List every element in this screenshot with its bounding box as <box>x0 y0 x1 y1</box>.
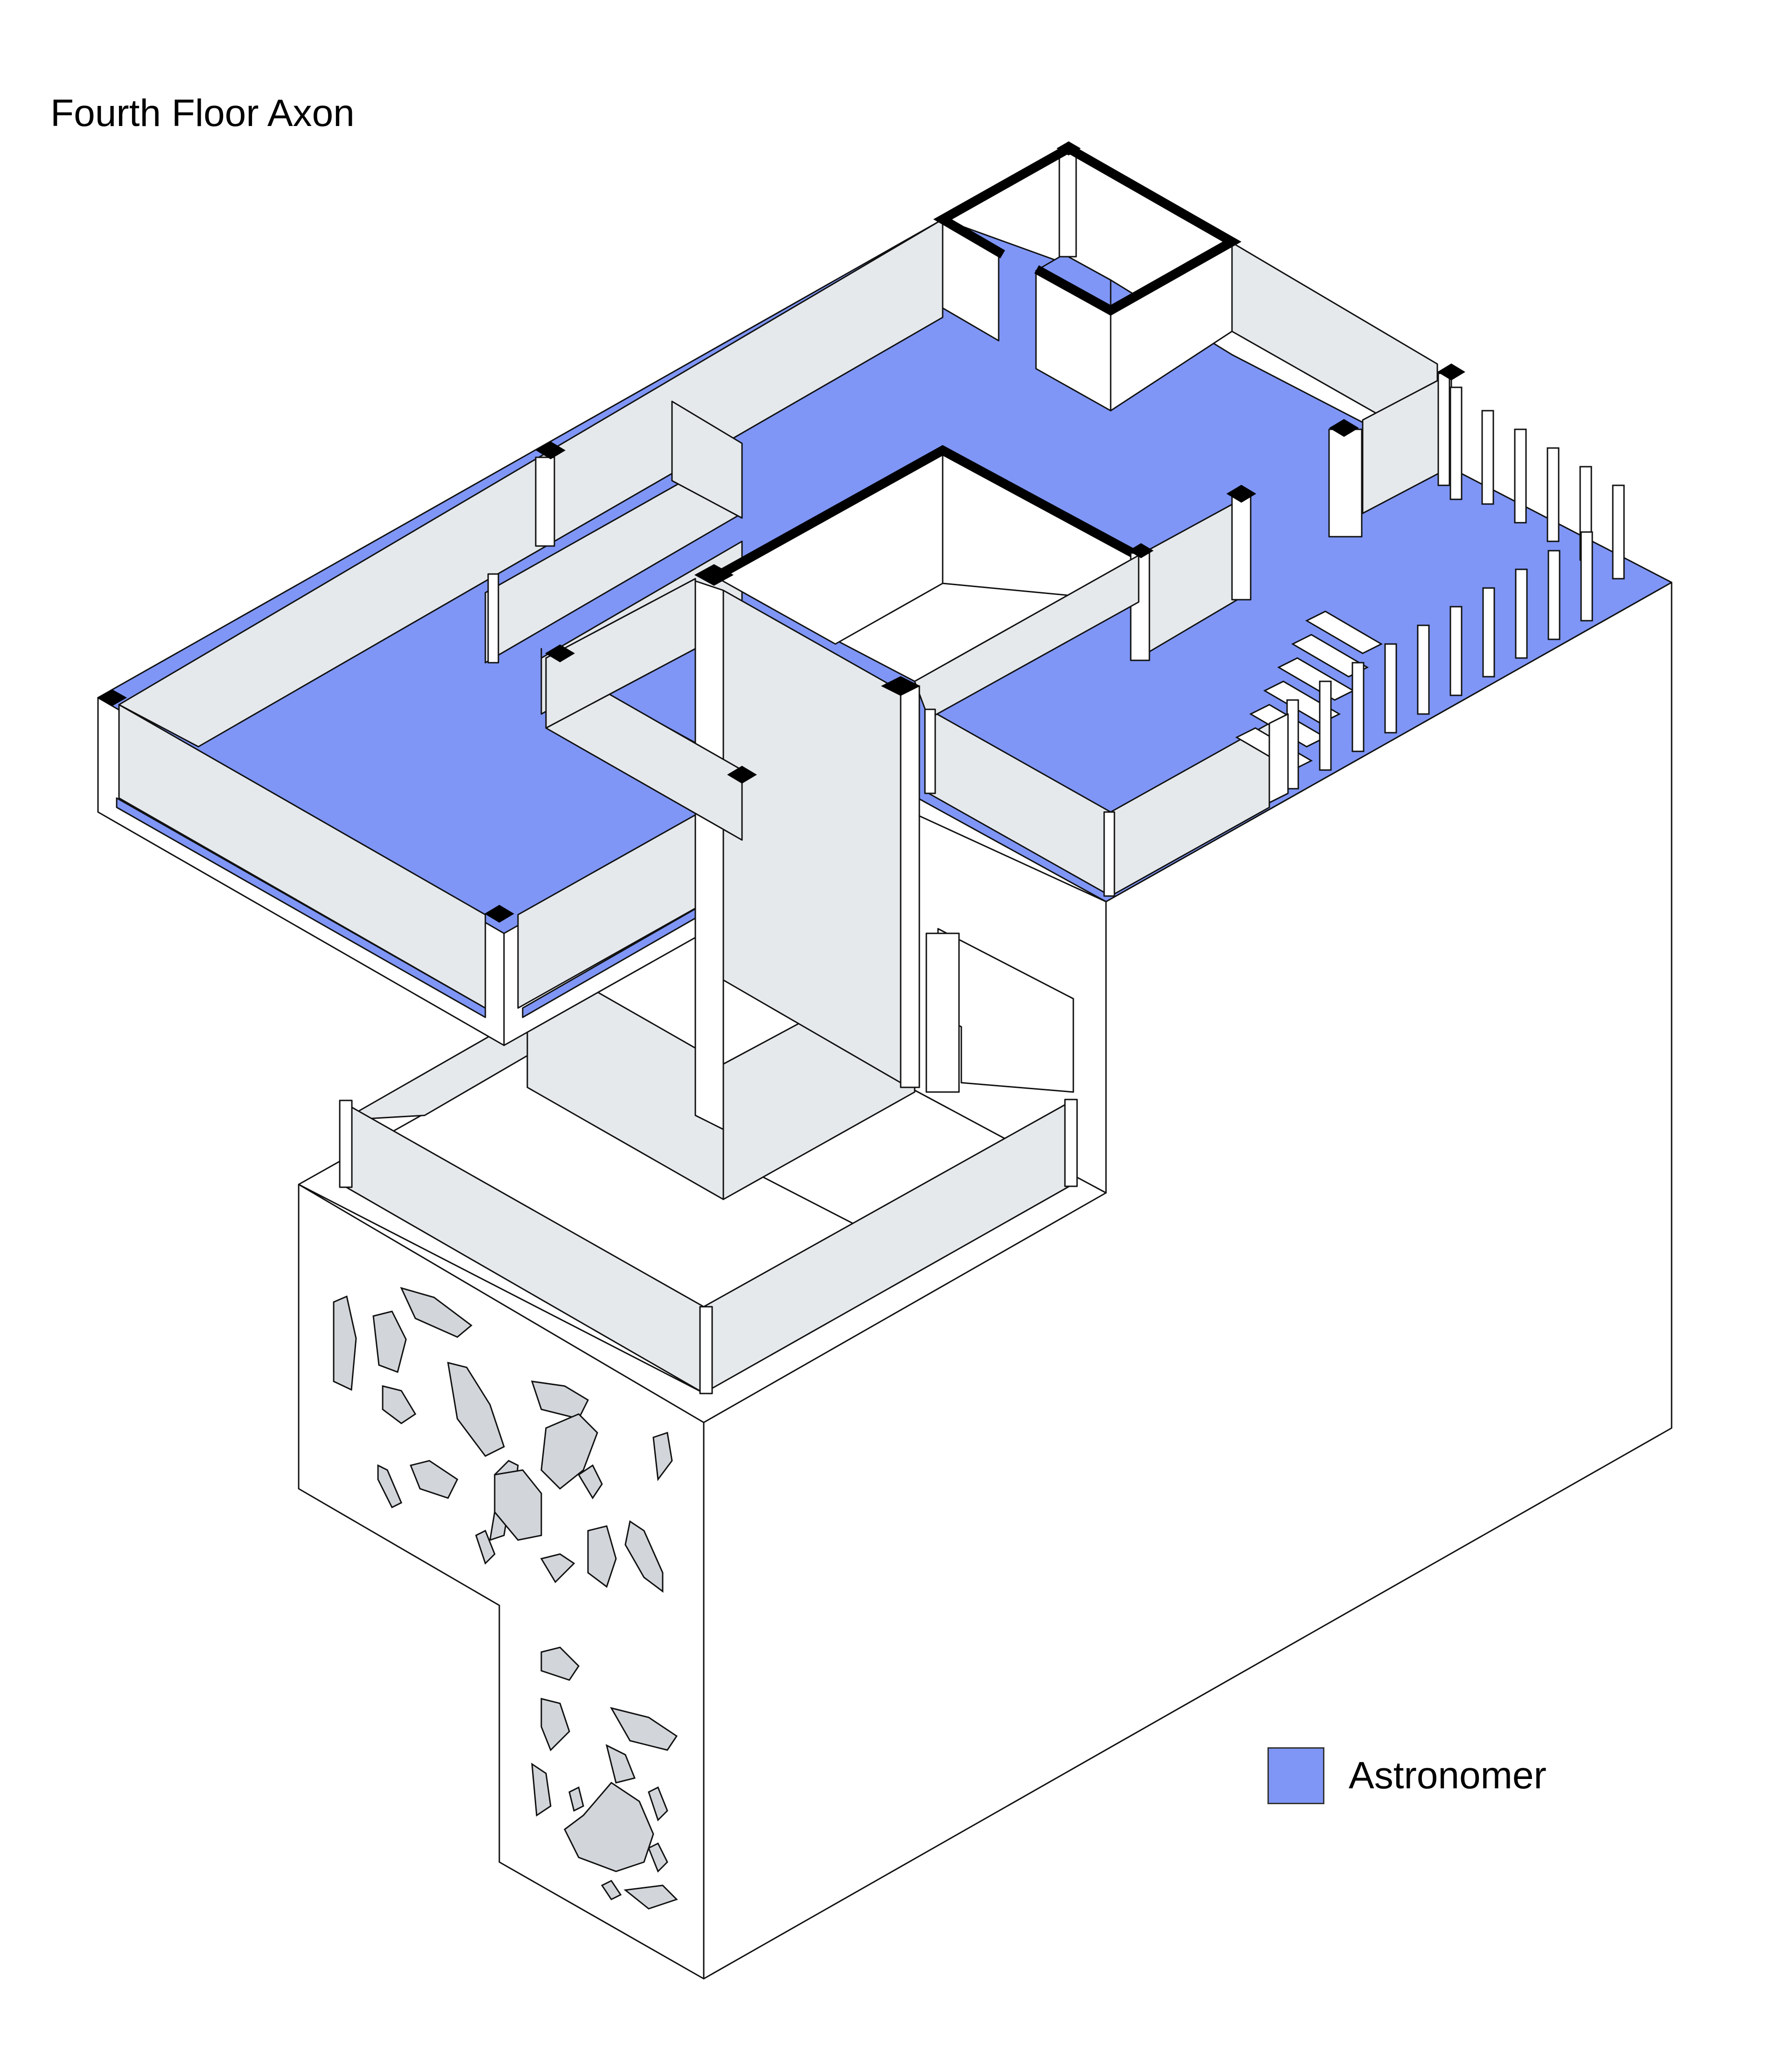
perforated-block-face <box>298 1184 705 1980</box>
perforation-void <box>648 1842 668 1873</box>
stair-tread <box>1305 610 1383 654</box>
perforation-void <box>624 1520 664 1593</box>
railing-post <box>1481 410 1494 505</box>
perforation-void <box>377 1464 402 1509</box>
perforation-void <box>400 1287 473 1338</box>
railing-post <box>1547 447 1560 542</box>
perforation-void <box>587 1525 617 1588</box>
perforation-void <box>609 1707 678 1751</box>
perforation-void <box>382 1385 417 1424</box>
perforation-void <box>577 1464 603 1499</box>
stair-tread <box>1291 634 1369 678</box>
central-left-return <box>545 578 696 729</box>
back-wall-post <box>1328 428 1363 538</box>
partition-post <box>487 573 499 664</box>
post-cap <box>727 765 757 784</box>
perforation-void <box>605 1744 636 1784</box>
perforation-void <box>601 1880 622 1900</box>
partition-wall-d <box>671 400 743 519</box>
post-cap <box>881 676 921 696</box>
terrace-post <box>339 1100 353 1188</box>
lower-slot <box>925 932 960 1093</box>
railing-post <box>1351 662 1365 752</box>
post-caps <box>97 141 1465 923</box>
left-wing-front-parapet <box>118 704 486 1009</box>
central-void-outline <box>707 445 1145 584</box>
perforation-void <box>531 1380 589 1420</box>
front-right-post <box>1103 811 1115 897</box>
post-cap <box>694 564 734 586</box>
post-cap <box>97 689 127 707</box>
tower-post <box>1058 148 1077 258</box>
perforation-void <box>568 1786 584 1812</box>
perforation-void <box>540 1413 598 1490</box>
post-cap <box>484 904 514 923</box>
front-right-wall-b <box>914 554 1140 720</box>
perforation-void <box>447 1361 505 1457</box>
post-cap <box>1226 484 1256 503</box>
perforation-void <box>564 1782 654 1872</box>
railing-post <box>1515 568 1528 659</box>
post-cap <box>1057 141 1081 156</box>
railing-post <box>1417 624 1430 715</box>
railing-post <box>1612 484 1625 580</box>
perforation-void <box>494 1469 542 1541</box>
tower-outline <box>933 143 1242 316</box>
railing-post <box>1384 643 1397 734</box>
front-right-post <box>900 685 920 1088</box>
core-column-upper-side <box>694 580 724 1130</box>
perforation-void <box>540 1698 570 1751</box>
railing-post <box>1514 428 1527 524</box>
perforation-void <box>540 1553 575 1583</box>
front-right-post <box>924 708 936 794</box>
perforation-void <box>475 1529 496 1565</box>
railing-post <box>1437 372 1450 486</box>
legend: Astronomer <box>1267 1747 1687 1808</box>
post-cap <box>536 441 566 460</box>
railing-post <box>1449 386 1463 500</box>
perforation-void <box>652 1432 673 1481</box>
railing-post <box>1547 550 1561 640</box>
stair-landing-wall <box>1268 713 1289 804</box>
left-wing-back-parapet <box>118 218 944 748</box>
partition-post <box>535 456 555 547</box>
railing-post <box>1319 680 1332 771</box>
post-cap <box>545 644 575 663</box>
perforation-void <box>540 1646 580 1681</box>
post-cap <box>1329 419 1359 437</box>
column-railing <box>1286 372 1625 790</box>
railing-post <box>1580 531 1593 622</box>
terrace-post <box>1064 1099 1078 1187</box>
central-right-post-b <box>1231 496 1252 601</box>
legend-label-astronomer: Astronomer <box>1349 1754 1547 1797</box>
railing-post <box>1449 606 1463 696</box>
perforation-void <box>623 1884 678 1910</box>
railing-post <box>1482 587 1495 678</box>
perforation-void <box>333 1295 357 1391</box>
post-cap <box>1437 363 1465 381</box>
post-cap <box>1128 543 1154 559</box>
railing-post <box>1286 699 1299 790</box>
perforation-void <box>409 1460 458 1499</box>
perforation-void <box>648 1786 668 1821</box>
perforation-void <box>372 1310 407 1373</box>
perforation-voids <box>333 1287 678 1910</box>
terrace-post <box>699 1306 713 1394</box>
perforation-void <box>531 1763 552 1817</box>
legend-swatch-astronomer <box>1267 1747 1324 1804</box>
drawing-title: Fourth Floor Axon <box>50 92 355 134</box>
